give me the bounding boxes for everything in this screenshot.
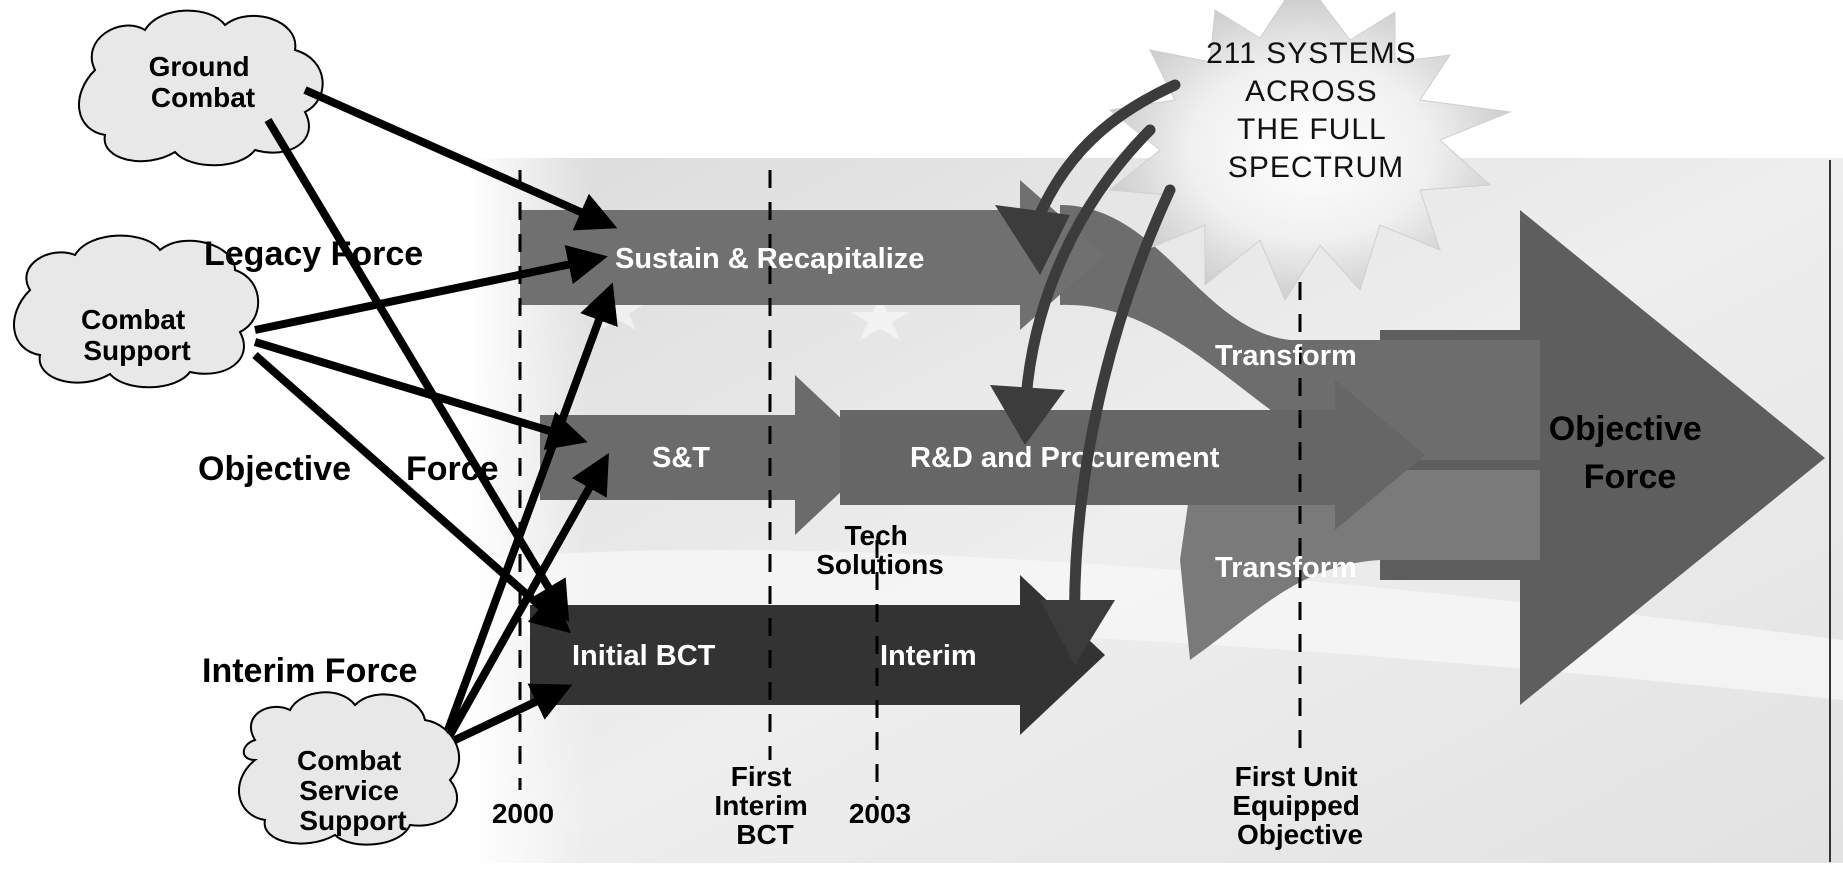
svg-text:Combat Support: Combat Support — [81, 304, 193, 366]
legacy-force-label: Legacy Force — [204, 235, 423, 273]
st-band — [540, 375, 880, 535]
objective-force-right-label: Force — [406, 450, 499, 488]
svg-text:Ground Combat: Ground Combat — [149, 51, 258, 113]
interim-force-label: Interim Force — [202, 652, 417, 690]
transform-top-band — [1060, 205, 1540, 460]
connector-arrows — [252, 86, 618, 744]
cloud-combat-service-support: Combat Service Support — [238, 691, 461, 846]
year-2003-label: 2003 — [849, 798, 911, 829]
st-label: S&T — [652, 442, 710, 474]
rd-band — [840, 380, 1425, 530]
starburst — [1108, 0, 1512, 302]
objective-force-left-label: Objective — [198, 450, 351, 488]
starburst-text: 211 SYSTEMS ACROSS THE FULL SPECTRUM — [1206, 37, 1426, 184]
objective-force-label: Objective Force — [1549, 410, 1712, 496]
objective-force-arrow — [1380, 210, 1825, 705]
sustain-label: Sustain & Recapitalize — [615, 243, 924, 275]
sustain-band — [520, 180, 1105, 330]
transform-top-label: Transform — [1215, 340, 1357, 372]
cloud-ground-combat: Ground Combat — [78, 9, 324, 167]
year-2000-label: 2000 — [492, 798, 554, 829]
interim-band — [530, 575, 1105, 735]
first-interim-bct-label: First Interim BCT — [714, 761, 815, 850]
rd-label: R&D and Procurement — [910, 442, 1220, 474]
transform-bottom-band — [1180, 470, 1540, 660]
interim-label: Interim — [880, 640, 977, 672]
svg-text:Combat Service Sup: Combat Service Support — [297, 745, 409, 836]
initial-bct-label: Initial BCT — [572, 640, 716, 672]
tech-solutions-label: Tech Solutions — [816, 520, 944, 580]
transform-bottom-label: Transform — [1215, 552, 1357, 584]
cloud-combat-support: Combat Support — [13, 234, 260, 389]
first-unit-equipped-label: First Unit Equipped Objective — [1232, 761, 1367, 850]
starburst-curved-arrows — [1019, 79, 1181, 646]
curved-arrow-heads — [990, 205, 1115, 665]
